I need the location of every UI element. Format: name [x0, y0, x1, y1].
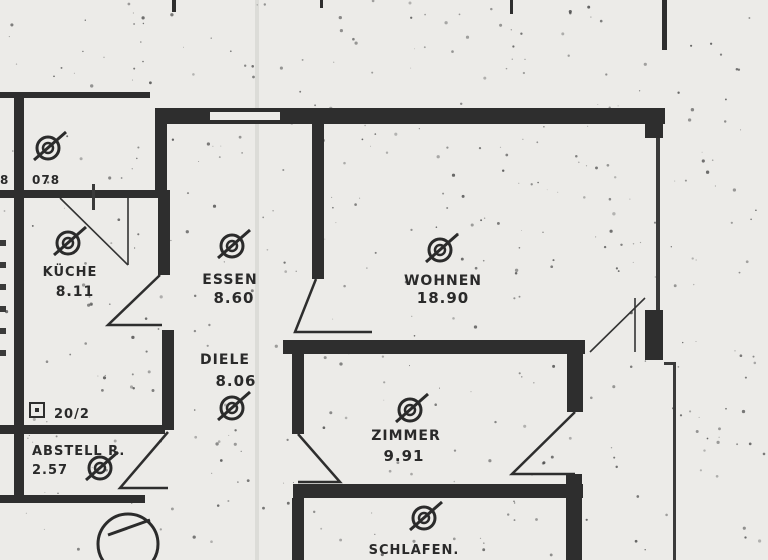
- light-symbol-icon: [217, 390, 251, 422]
- left-strip-walls: [0, 92, 165, 503]
- room-area-abstell: 2.57: [32, 463, 68, 478]
- wohnen-walls: [283, 124, 646, 354]
- kitchen-walls: [59, 108, 174, 490]
- light-symbol-icon: [33, 130, 67, 162]
- light-symbol-icon: [85, 450, 119, 482]
- room-name-diele: DIELE: [200, 352, 250, 368]
- light-symbol-icon: [53, 225, 87, 257]
- small-code: 20/2: [54, 407, 90, 422]
- edge-digit: 8: [0, 173, 9, 187]
- light-symbol-icon: [395, 392, 429, 424]
- top-left-code: 078: [32, 173, 60, 187]
- room-name-wohnen: WOHNEN: [404, 273, 482, 289]
- room-area-essen: 8.60: [213, 289, 254, 307]
- room-area-kueche: 8.11: [56, 284, 95, 300]
- room-area-wohnen: 18.90: [417, 289, 469, 307]
- room-area-diele: 8.06: [215, 372, 256, 390]
- zimmer-walls: [292, 344, 583, 498]
- room-labels: KÜCHE 8.11 ESSEN 8.60 WOHNEN 18.90 DIELE…: [0, 173, 482, 558]
- room-name-zimmer: ZIMMER: [371, 428, 441, 444]
- top-marks: [172, 0, 667, 50]
- light-symbol-icon: [217, 228, 251, 260]
- room-name-abstell: ABSTELL R.: [32, 444, 125, 459]
- room-name-essen: ESSEN: [202, 272, 257, 288]
- room-area-zimmer: 9.91: [383, 447, 424, 465]
- outer-walls: [155, 108, 676, 560]
- bottom-left-fixture: [96, 512, 160, 560]
- light-symbol-icon: [409, 500, 443, 532]
- schlafen-walls: [292, 474, 582, 560]
- room-name-schlafen: SCHLAFEN.: [369, 543, 460, 558]
- room-name-kueche: KÜCHE: [43, 264, 98, 280]
- small-square-mark: [29, 402, 45, 418]
- ceiling-light-symbols: [33, 130, 459, 532]
- light-symbol-icon: [425, 232, 459, 264]
